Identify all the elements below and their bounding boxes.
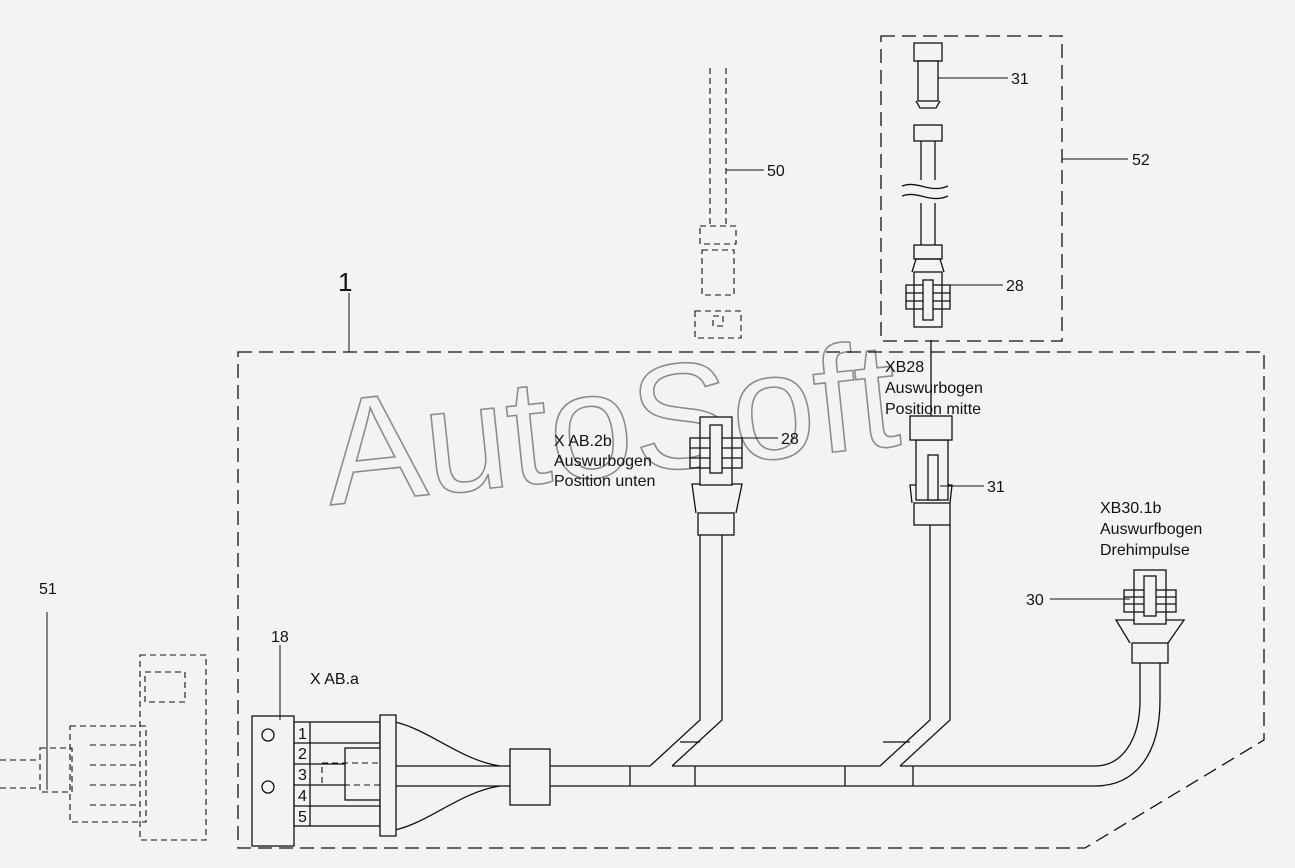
callout-31b: 31 [987, 479, 1005, 496]
kit-52-boundary [880, 35, 1063, 342]
callout-51: 51 [39, 581, 57, 598]
callout-50: 50 [767, 163, 785, 180]
watermark: AutoSoft [316, 310, 906, 537]
label-xab2b-code: X AB.2b [554, 433, 612, 450]
callout-18: 18 [271, 629, 289, 646]
callout-30: 30 [1026, 592, 1044, 609]
optional-cable-50 [694, 68, 742, 339]
pin-number-4: 4 [298, 788, 307, 805]
label-xb301b-line1: Auswurfbogen [1100, 521, 1202, 538]
label-xab2b-line2: Position unten [554, 473, 655, 490]
label-xb301b-code: XB30.1b [1100, 500, 1161, 517]
assembly-number: 1 [338, 267, 352, 297]
pin-number-5: 5 [298, 809, 307, 826]
connector-xaba [251, 714, 397, 847]
label-xb301b-line2: Drehimpulse [1100, 542, 1190, 559]
mating-connector-51 [0, 654, 207, 841]
connector-xab2b [689, 416, 743, 536]
label-xb28-code: XB28 [885, 359, 924, 376]
main-trunk [394, 525, 1161, 831]
label-xaba-code: X AB.a [310, 671, 359, 688]
callout-31a: 31 [1011, 71, 1029, 88]
label-xb28-line1: Auswurbogen [885, 380, 983, 397]
label-xab2b-line1: Auswurbogen [554, 453, 652, 470]
pin-number-3: 3 [298, 767, 307, 784]
label-xb28-line2: Position mitte [885, 401, 981, 418]
connector-xb28 [909, 340, 953, 526]
pin-number-2: 2 [298, 746, 307, 763]
assembly-boundary [237, 351, 1265, 849]
kit-52-cable [901, 42, 951, 328]
pin-number-1: 1 [298, 726, 307, 743]
callout-28a: 28 [781, 431, 799, 448]
callout-28b: 28 [1006, 278, 1024, 295]
connector-xb301b [1114, 569, 1186, 664]
callout-52: 52 [1132, 152, 1150, 169]
